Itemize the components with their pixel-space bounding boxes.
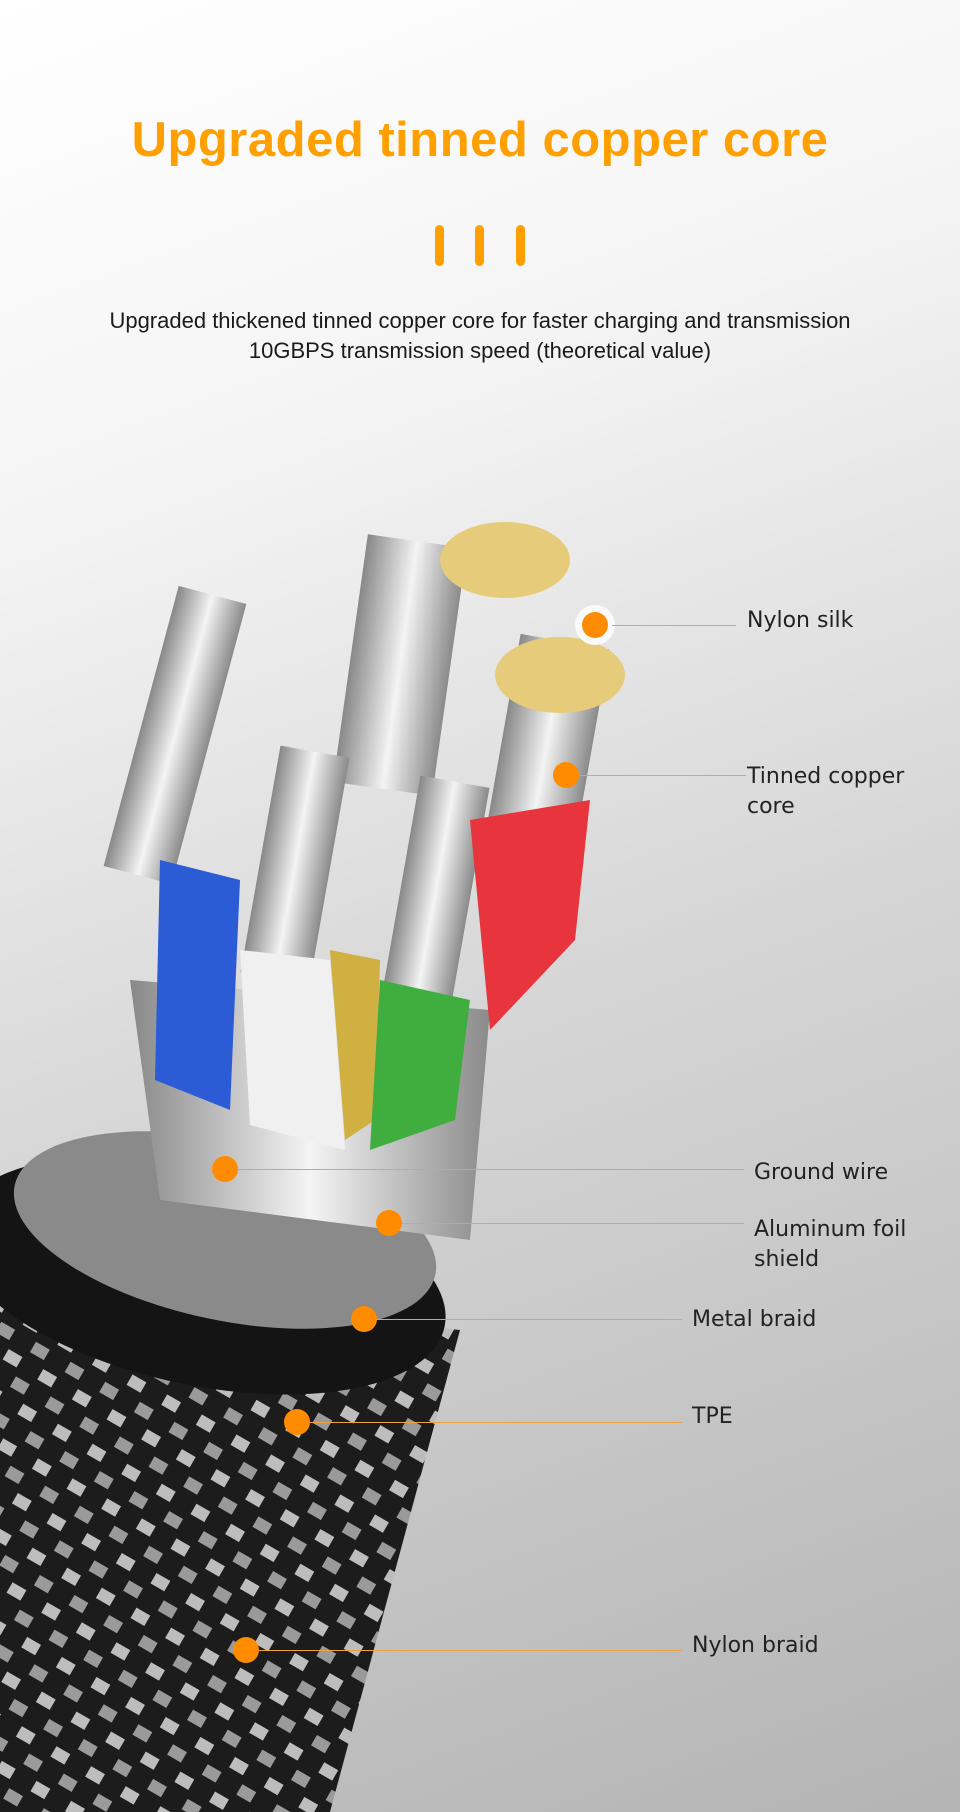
callout-line xyxy=(377,1319,682,1320)
label-line: shield xyxy=(754,1247,820,1272)
copper-strand-end xyxy=(495,637,625,713)
callout-dot xyxy=(582,612,608,638)
label-line: core xyxy=(747,794,795,819)
callout-dot xyxy=(553,762,579,788)
callout-dot xyxy=(233,1637,259,1663)
callout-line xyxy=(612,625,736,626)
subtitle-line-2: 10GBPS transmission speed (theoretical v… xyxy=(248,338,712,363)
label-nylon-braid: Nylon braid xyxy=(692,1633,819,1658)
label-metal-braid: Metal braid xyxy=(692,1307,817,1332)
decorative-bar xyxy=(435,225,444,266)
label-line: Tinned copper xyxy=(747,764,905,789)
label-line: Aluminum foil xyxy=(754,1217,907,1242)
decorative-bar xyxy=(475,225,484,266)
callout-line xyxy=(259,1650,682,1651)
callout-line xyxy=(238,1169,744,1170)
subtitle-line-1: Upgraded thickened tinned copper core fo… xyxy=(109,308,851,333)
decorative-bar xyxy=(516,225,525,266)
callout-line xyxy=(580,775,746,776)
page-title: Upgraded tinned copper core xyxy=(131,113,829,167)
copper-strand-end xyxy=(440,522,570,598)
label-tinned-copper-core: Tinned copper core xyxy=(747,762,904,822)
callout-dot xyxy=(376,1210,402,1236)
label-tpe: TPE xyxy=(692,1404,733,1429)
callout-line xyxy=(402,1223,744,1224)
nylon-braid-shape xyxy=(0,1250,460,1812)
label-nylon-silk: Nylon silk xyxy=(747,608,854,633)
callout-dot xyxy=(351,1306,377,1332)
callout-dot xyxy=(284,1409,310,1435)
label-aluminum-foil-shield: Aluminum foil shield xyxy=(754,1215,906,1275)
label-ground-wire: Ground wire xyxy=(754,1160,889,1185)
callout-dot xyxy=(212,1156,238,1182)
callout-line xyxy=(310,1422,682,1423)
